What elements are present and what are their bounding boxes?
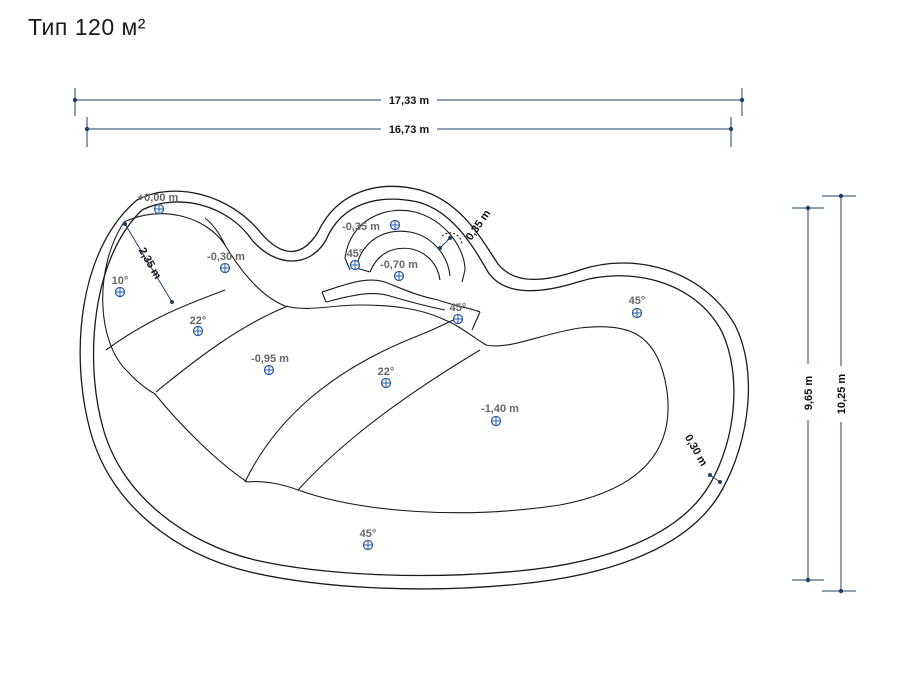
svg-text:45°: 45° [450, 302, 467, 314]
pool-inner-edge [92, 198, 735, 577]
slope-target-icon [114, 286, 126, 298]
step-middle-arc [355, 230, 451, 277]
svg-text:45°: 45° [347, 248, 364, 260]
slope-target-icon [452, 313, 464, 325]
level-marker-5: -0,95 m [251, 353, 289, 376]
level-target-icon [219, 262, 231, 274]
dimension-width-outer: 17,33 m [72, 88, 745, 116]
dimension-height-inner: 9,65 m [792, 205, 824, 583]
slope-target-icon [631, 307, 643, 319]
shelf-width-label: 2,35 m [136, 246, 164, 282]
page-title: Тип 120 м² [28, 14, 146, 40]
svg-text:-1,40 m: -1,40 m [481, 403, 519, 415]
level-target-icon [263, 364, 275, 376]
slope-marker-2: 22° [190, 315, 207, 337]
svg-text:+0,00 m: +0,00 m [138, 192, 179, 204]
svg-text:45°: 45° [629, 295, 646, 307]
height-inner-label: 9,65 m [803, 376, 815, 410]
wall-thickness-measure: 0,30 m [682, 433, 722, 484]
svg-text:-0,35 m: -0,35 m [342, 221, 380, 233]
slope-target-icon [362, 539, 374, 551]
slope-marker-5: 45° [450, 302, 467, 325]
ledge-line-1 [105, 289, 226, 351]
dimension-width-inner: 16,73 m [84, 117, 734, 147]
slope-marker-3: 22° [378, 366, 395, 389]
level-target-icon [490, 415, 502, 427]
ramp-line-1 [244, 317, 459, 483]
slope-marker-4: 45° [347, 248, 364, 271]
level-marker-1: +0,00 m [138, 192, 179, 215]
ledge-line-2 [155, 305, 289, 393]
width-inner-label: 16,73 m [389, 124, 430, 136]
svg-text:22°: 22° [190, 315, 207, 327]
level-marker-3: -0,35 m [342, 219, 401, 233]
slope-marker-1: 10° [112, 275, 129, 298]
dimension-height-outer: 10,25 m [822, 193, 856, 594]
ramp-line-2 [297, 349, 481, 491]
step-front-edge-lower [325, 293, 446, 311]
height-outer-label: 10,25 m [836, 374, 848, 415]
level-marker-4: -0,70 m [380, 259, 418, 282]
level-target-icon [153, 203, 165, 215]
ramp-line-3 [204, 217, 226, 246]
svg-text:-0,70 m: -0,70 m [380, 259, 418, 271]
svg-text:45°: 45° [360, 528, 377, 540]
pool-shelf-edge [102, 213, 669, 514]
slope-marker-6: 45° [629, 295, 646, 319]
step-side-right [461, 269, 481, 331]
level-marker-6: -1,40 m [481, 403, 519, 427]
slope-target-icon [380, 377, 392, 389]
step-outer-arc [344, 209, 466, 271]
slope-marker-7: 45° [360, 528, 377, 551]
pool-outer-edge [79, 185, 750, 590]
step-side-left [321, 257, 371, 303]
svg-text:22°: 22° [378, 366, 395, 378]
svg-text:-0,95 m: -0,95 m [251, 353, 289, 365]
width-outer-label: 17,33 m [389, 95, 430, 107]
shelf-width-measure: 2,35 m [123, 222, 174, 304]
wall-thickness-label: 0,30 m [682, 433, 710, 469]
level-target-icon [389, 219, 401, 231]
level-target-icon [393, 270, 405, 282]
step-inner-arc [369, 247, 441, 281]
slope-target-icon [349, 259, 361, 271]
svg-text:10°: 10° [112, 275, 129, 287]
step-front-edge [321, 279, 481, 313]
step-width-label: 0,35 m [464, 208, 494, 243]
slope-target-icon [192, 325, 204, 337]
svg-text:-0,30 m: -0,30 m [207, 251, 245, 263]
level-marker-2: -0,30 m [207, 251, 245, 274]
